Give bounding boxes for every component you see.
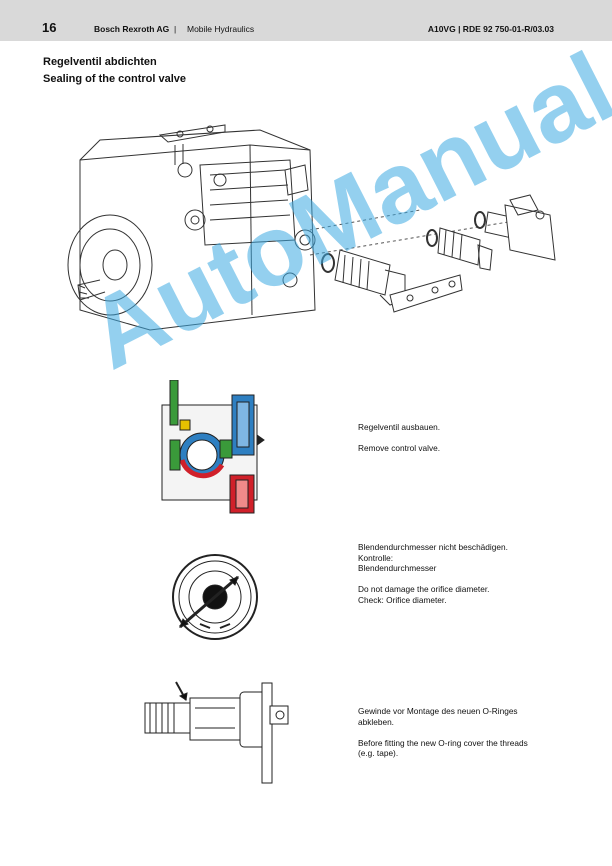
step-1-caption: Regelventil ausbauen. Remove control val… xyxy=(358,422,441,453)
thread-taping-diagram xyxy=(144,681,289,784)
control-valve-section-diagram xyxy=(161,380,265,514)
section-title-de: Regelventil abdichten xyxy=(43,56,157,68)
division-name: Mobile Hydraulics xyxy=(187,24,255,34)
page-number: 16 xyxy=(42,20,57,35)
step-2-caption: Blendendurchmesser nicht beschädigen. Ko… xyxy=(358,542,508,605)
pump-exploded-drawing xyxy=(67,124,556,331)
section-title-en: Sealing of the control valve xyxy=(43,73,187,85)
header-separator: | xyxy=(174,24,177,34)
document-reference: A10VG | RDE 92 750-01-R/03.03 xyxy=(427,24,554,34)
company-name: Bosch Rexroth AG xyxy=(94,24,170,34)
step-3-caption: Gewinde vor Montage des neuen O-Ringes a… xyxy=(358,706,528,758)
orifice-check-diagram xyxy=(172,554,258,640)
page-header: 16 Bosch Rexroth AG | Mobile Hydraulics … xyxy=(0,0,612,41)
